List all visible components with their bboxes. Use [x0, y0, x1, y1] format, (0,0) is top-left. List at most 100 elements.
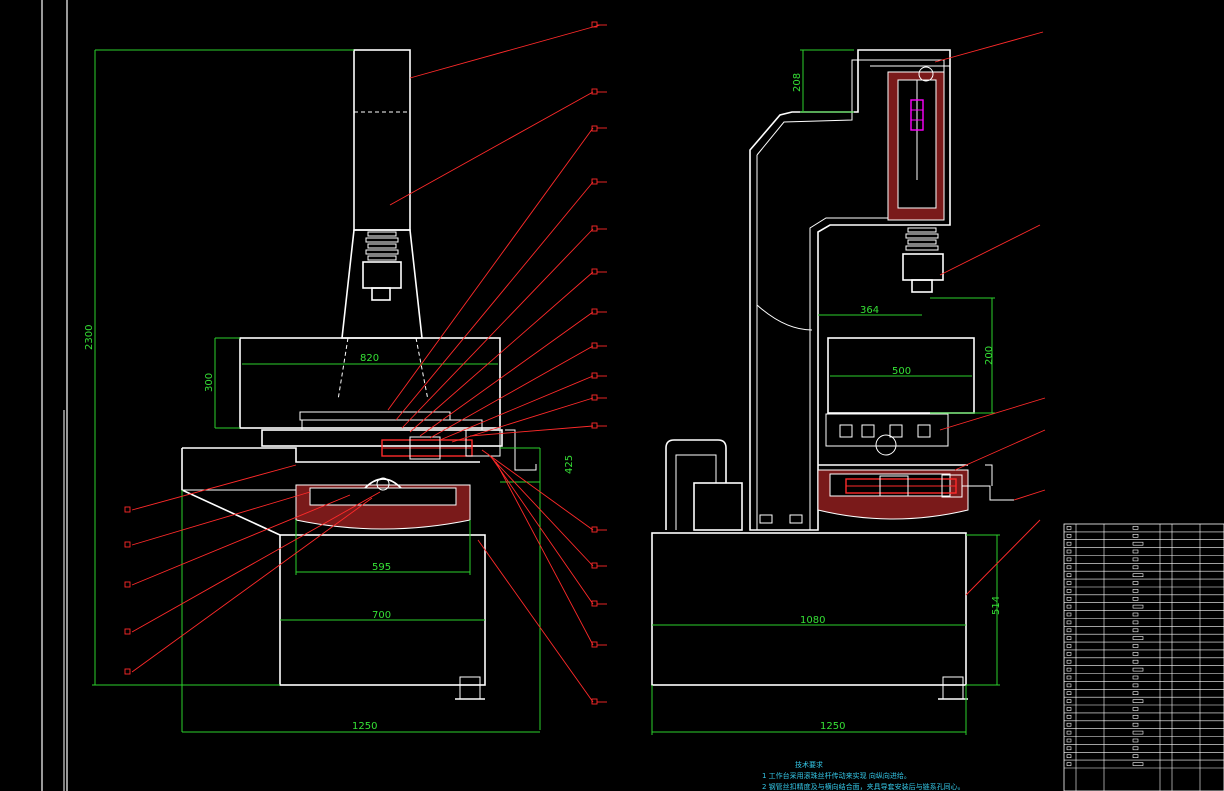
dim-overall-height: 2300: [84, 325, 95, 350]
side-bellows: [902, 227, 944, 293]
table-cell-marker: [1132, 754, 1139, 759]
table-cell-marker: [1132, 644, 1139, 648]
table-index-marker: [1066, 628, 1072, 633]
table-index-marker: [1066, 722, 1072, 727]
dim-work-height: 200: [984, 346, 995, 365]
front-cabinet: [279, 534, 486, 686]
table-index-marker: [1066, 746, 1072, 751]
table-cell-marker: [1132, 628, 1139, 633]
front-bellows: [362, 231, 402, 301]
table-cell-marker: [1132, 683, 1139, 688]
side-magenta-spring: [910, 99, 924, 131]
side-cabinet: [651, 532, 967, 686]
table-cell-marker: [1132, 526, 1139, 530]
front-callout-markers: [124, 21, 607, 705]
table-index-marker: [1066, 573, 1072, 578]
table-cell-marker: [1132, 557, 1139, 562]
technical-notes: 技术要求 1 工作台采用滚珠丝杆传动来实现 向纵向进给。 2 钢管丝扣精度及与横…: [762, 760, 965, 791]
dim-clamp-height: 425: [564, 455, 575, 474]
side-dimensions: 208 364 200 500 1080 514 1250: [651, 49, 1002, 735]
table-cell-marker: [1132, 667, 1144, 672]
table-index-marker: [1066, 533, 1072, 538]
table-cell-marker: [1132, 707, 1139, 711]
table-cell-marker: [1132, 652, 1139, 656]
table-cell-marker: [1132, 596, 1139, 601]
parts-list-table: [1063, 523, 1224, 791]
dim-footprint-width: 1250: [352, 721, 377, 732]
table-cell-marker: [1132, 722, 1139, 727]
table-cell-marker: [1132, 691, 1139, 696]
table-cell-marker: [1132, 589, 1139, 593]
dim-side-table-width: 500: [892, 366, 911, 377]
table-cell-marker: [1132, 604, 1144, 609]
table-cell-marker: [1132, 549, 1139, 554]
dim-head-offset: 208: [792, 73, 803, 92]
dim-table-height: 300: [204, 373, 215, 392]
table-index-marker: [1066, 675, 1072, 680]
table-index-marker: [1066, 707, 1072, 711]
table-index-marker: [1066, 683, 1072, 688]
table-index-marker: [1066, 714, 1072, 719]
notes-line-1: 1 工作台采用滚珠丝杆传动来实现 向纵向进给。: [762, 771, 911, 780]
front-work-table: [239, 337, 501, 429]
side-view: 208 364 200 500 1080 514 1250: [651, 31, 1046, 735]
table-index-marker: [1066, 754, 1072, 759]
table-cell-marker: [1132, 533, 1139, 538]
dim-side-cabinet-width: 1080: [800, 615, 825, 626]
table-index-marker: [1066, 762, 1072, 766]
dim-cabinet-width: 700: [372, 610, 391, 621]
table-index-marker: [1066, 565, 1072, 570]
front-lead-screw: [381, 429, 537, 471]
table-cell-marker: [1132, 746, 1139, 751]
table-index-marker: [1066, 581, 1072, 585]
table-cell-marker: [1132, 675, 1139, 680]
side-work-table: [827, 337, 975, 414]
table-cell-marker: [1132, 573, 1144, 578]
table-index-marker: [1066, 691, 1072, 696]
table-index-marker: [1066, 541, 1072, 546]
front-column: [353, 49, 411, 231]
side-callout-leaders: [934, 31, 1046, 596]
side-c-frame: [749, 49, 951, 531]
table-cell-marker: [1132, 699, 1144, 703]
table-index-marker: [1066, 730, 1072, 735]
notes-line-2: 2 钢管丝扣精度及与横向结合面，夹具导套安装后与链系孔同心。: [762, 782, 965, 791]
table-cell-marker: [1132, 738, 1139, 743]
front-spindle-housing: [341, 229, 423, 339]
front-callout-leaders: [131, 24, 601, 703]
dim-side-footprint: 1250: [820, 721, 845, 732]
table-index-marker: [1066, 526, 1072, 530]
table-cell-marker: [1132, 541, 1144, 546]
table-index-marker: [1066, 699, 1072, 703]
sheet-frame: [41, 0, 68, 791]
dim-table-width: 820: [360, 353, 379, 364]
table-index-marker: [1066, 636, 1072, 640]
table-index-marker: [1066, 549, 1072, 554]
side-pump-motor: [693, 482, 743, 531]
table-index-marker: [1066, 652, 1072, 656]
table-cell-marker: [1132, 565, 1139, 570]
front-view: 2300 300 820 425 595 700 1250: [84, 21, 607, 733]
table-index-marker: [1066, 612, 1072, 617]
table-cell-marker: [1132, 620, 1139, 625]
table-index-marker: [1066, 738, 1072, 743]
table-cell-marker: [1132, 636, 1144, 640]
table-index-marker: [1066, 644, 1072, 648]
notes-heading: 技术要求: [795, 760, 823, 769]
table-index-marker: [1066, 620, 1072, 625]
side-coolant-pipe: [665, 439, 727, 530]
front-dimensions: 2300 300 820 425 595 700 1250: [84, 49, 575, 733]
table-index-marker: [1066, 667, 1072, 672]
dim-base-span: 595: [372, 562, 391, 573]
table-cell-marker: [1132, 762, 1144, 766]
table-index-marker: [1066, 604, 1072, 609]
dim-spindle-reach: 364: [860, 305, 879, 316]
dim-side-cabinet-height: 514: [991, 596, 1002, 615]
table-cell-marker: [1132, 730, 1144, 735]
side-lead-screw: [845, 464, 1014, 501]
table-cell-marker: [1132, 581, 1139, 585]
table-index-marker: [1066, 557, 1072, 562]
table-cell-marker: [1132, 659, 1139, 664]
table-index-marker: [1066, 596, 1072, 601]
